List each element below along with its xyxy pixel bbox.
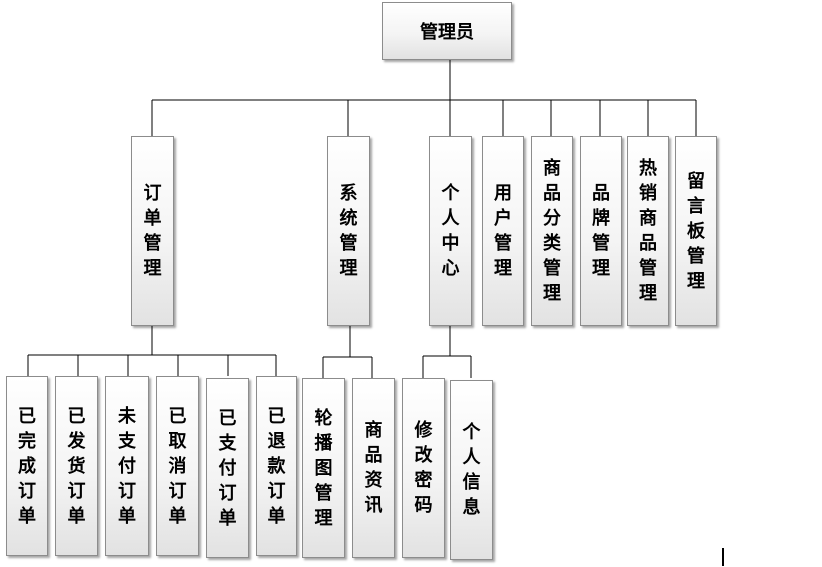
node-paid-orders: 已支付订单 xyxy=(206,378,249,558)
node-label: 用户管理 xyxy=(494,183,512,279)
node-order-management: 订单管理 xyxy=(131,136,174,326)
node-carousel-management: 轮播图管理 xyxy=(302,378,345,558)
node-label: 轮播图管理 xyxy=(314,407,333,529)
node-refunded-orders: 已退款订单 xyxy=(256,376,297,556)
node-label: 商品资讯 xyxy=(364,420,383,516)
node-label: 个人中心 xyxy=(441,183,460,279)
node-product-news: 商品资讯 xyxy=(352,378,395,558)
node-label: 留言板管理 xyxy=(687,170,705,292)
node-shipped-orders: 已发货订单 xyxy=(55,376,98,556)
root-label: 管理员 xyxy=(420,22,474,43)
node-cancelled-orders: 已取消订单 xyxy=(156,376,199,556)
node-label: 已支付订单 xyxy=(218,407,237,529)
node-completed-orders: 已完成订单 xyxy=(6,376,48,556)
node-category-management: 商品分类管理 xyxy=(531,136,573,326)
node-personal-info: 个人信息 xyxy=(450,380,493,560)
node-label: 已完成订单 xyxy=(18,405,36,527)
node-label: 已取消订单 xyxy=(168,405,187,527)
node-user-management: 用户管理 xyxy=(482,136,524,326)
node-label: 个人信息 xyxy=(462,422,481,518)
node-brand-management: 品牌管理 xyxy=(580,136,622,326)
node-label: 订单管理 xyxy=(143,183,162,279)
node-label: 热销商品管理 xyxy=(639,158,657,304)
node-label: 已发货订单 xyxy=(67,405,86,527)
node-label: 未支付订单 xyxy=(118,405,136,527)
node-change-password: 修改密码 xyxy=(402,378,445,558)
node-label: 修改密码 xyxy=(414,420,433,516)
node-system-management: 系统管理 xyxy=(327,136,370,326)
text-cursor xyxy=(722,548,724,566)
node-unpaid-orders: 未支付订单 xyxy=(105,376,149,556)
node-hot-products-management: 热销商品管理 xyxy=(627,136,669,326)
root-node: 管理员 xyxy=(382,2,512,60)
node-label: 商品分类管理 xyxy=(543,158,561,304)
node-personal-center: 个人中心 xyxy=(429,136,472,326)
node-label: 已退款订单 xyxy=(267,405,286,527)
node-label: 品牌管理 xyxy=(592,183,610,279)
node-label: 系统管理 xyxy=(339,183,358,279)
node-message-board-management: 留言板管理 xyxy=(675,136,717,326)
